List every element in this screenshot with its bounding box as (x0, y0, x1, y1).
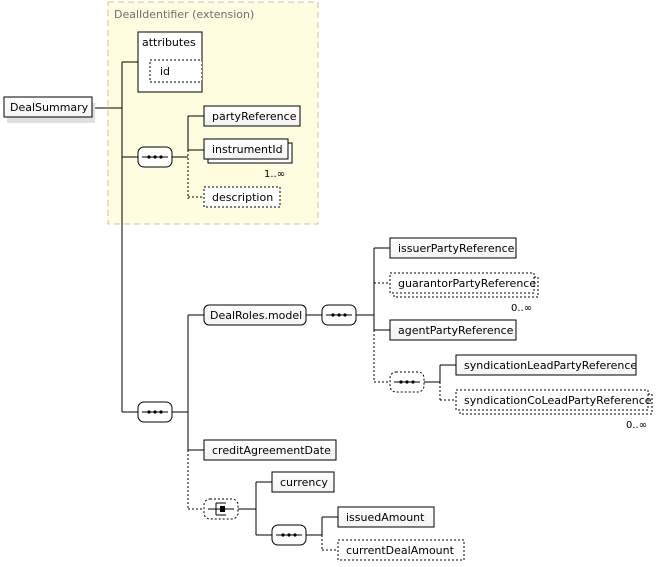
element-currency[interactable]: currency (271, 471, 335, 493)
element-partyReference[interactable]: partyReference (203, 105, 301, 127)
instrumentId-label: instrumentId (212, 143, 283, 156)
attributes-label: attributes (142, 36, 196, 49)
guarantorPartyReference-occurrence: 0..∞ (511, 303, 532, 314)
root-element[interactable]: DealSummary (3, 96, 95, 123)
guarantorPartyReference-label: guarantorPartyReference (398, 277, 536, 290)
sequence-compositor-amounts[interactable] (271, 524, 307, 546)
extension-title: DealIdentifier (extension) (114, 8, 254, 21)
element-description[interactable]: description (203, 186, 281, 208)
element-guarantorPartyReference[interactable]: guarantorPartyReference 0..∞ (389, 272, 539, 314)
description-label: description (212, 191, 273, 204)
element-currentDealAmount[interactable]: currentDealAmount (337, 539, 465, 561)
issuedAmount-label: issuedAmount (346, 511, 425, 524)
syndicationCoLeadPartyReference-occurrence: 0..∞ (626, 420, 647, 431)
syndicationLeadPartyReference-label: syndicationLeadPartyReference (464, 359, 637, 372)
syndicationCoLeadPartyReference-label: syndicationCoLeadPartyReference (464, 394, 652, 407)
DealRoles-model-label: DealRoles.model (210, 309, 302, 322)
element-syndicationLeadPartyReference[interactable]: syndicationLeadPartyReference (455, 354, 637, 376)
currency-label: currency (280, 476, 328, 489)
partyReference-label: partyReference (212, 110, 297, 123)
attribute-id-label: id (160, 65, 170, 78)
instrumentId-occurrence: 1..∞ (264, 169, 285, 180)
element-issuerPartyReference[interactable]: issuerPartyReference (389, 237, 517, 259)
element-instrumentId[interactable]: instrumentId 1..∞ (203, 138, 293, 180)
attribute-id[interactable]: id (149, 59, 203, 83)
group-DealRoles-model[interactable]: DealRoles.model (203, 304, 307, 326)
sequence-compositor-1[interactable] (137, 146, 173, 168)
element-agentPartyReference[interactable]: agentPartyReference (389, 319, 517, 341)
element-syndicationCoLeadPartyReference[interactable]: syndicationCoLeadPartyReference 0..∞ (455, 389, 653, 431)
sequence-compositor-syndication[interactable] (389, 371, 425, 393)
choice-compositor[interactable] (203, 498, 239, 520)
sequence-compositor-dealroles[interactable] (321, 304, 357, 326)
element-issuedAmount[interactable]: issuedAmount (337, 506, 435, 528)
attributes-box: attributes id (137, 31, 203, 93)
creditAgreementDate-label: creditAgreementDate (212, 444, 331, 457)
root-label: DealSummary (10, 101, 89, 114)
currentDealAmount-label: currentDealAmount (346, 544, 455, 557)
issuerPartyReference-label: issuerPartyReference (398, 242, 515, 255)
connector-lines (92, 61, 456, 551)
agentPartyReference-label: agentPartyReference (398, 324, 514, 337)
element-creditAgreementDate[interactable]: creditAgreementDate (203, 439, 337, 461)
sequence-compositor-2[interactable] (137, 401, 173, 423)
